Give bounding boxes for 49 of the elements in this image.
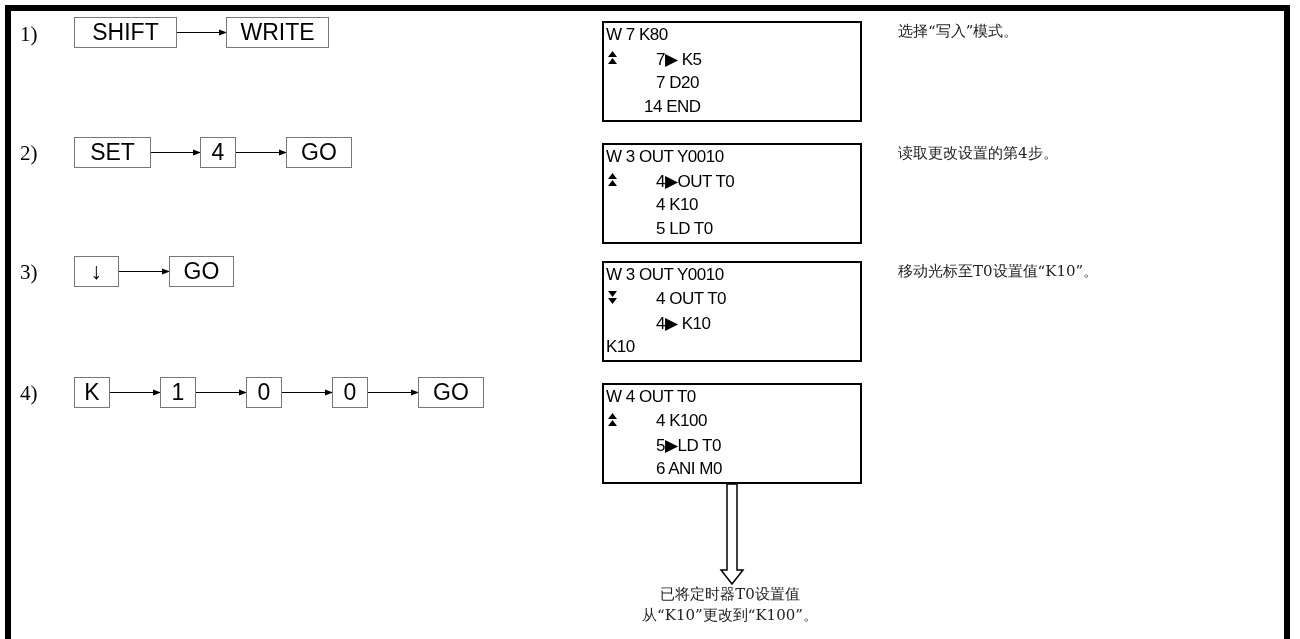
step-description: 移动光标至T0设置值“K10”。 <box>898 262 1099 281</box>
lcd-screen <box>602 21 862 122</box>
result-note: 已将定时器T0设置值从“K10”更改到“K100”。 <box>630 584 830 630</box>
screen-line: 4 K10 <box>656 195 698 215</box>
arrow <box>109 389 161 396</box>
step-number: 4) <box>20 381 38 406</box>
key-button: K <box>74 377 110 408</box>
arrow <box>176 29 227 36</box>
arrow <box>118 268 170 275</box>
screen-line: W 4 OUT T0 <box>606 387 696 407</box>
arrow <box>195 389 247 396</box>
screen-line: W 3 OUT Y0010 <box>606 147 724 167</box>
arrow <box>150 149 201 156</box>
screen-line: 4 OUT T0 <box>656 289 726 309</box>
key-button: WRITE <box>226 17 329 48</box>
down-arrow <box>719 483 745 586</box>
lcd-screen <box>602 143 862 244</box>
screen-line: 7▶ K5 <box>656 49 702 70</box>
lcd-screen <box>602 261 862 362</box>
key-button: 0 <box>332 377 368 408</box>
screen-line: 7 D20 <box>656 73 699 93</box>
key-button: 0 <box>246 377 282 408</box>
screen-line: W 7 K80 <box>606 25 668 45</box>
screen-line: K10 <box>606 337 635 357</box>
arrow <box>281 389 333 396</box>
screen-line: W 3 OUT Y0010 <box>606 265 724 285</box>
key-button: SHIFT <box>74 17 177 48</box>
arrow <box>367 389 419 396</box>
screen-line: 4 K100 <box>656 411 707 431</box>
screen-line: 5▶LD T0 <box>656 435 721 456</box>
step-number: 2) <box>20 141 38 166</box>
step-number: 1) <box>20 22 38 47</box>
key-button: ↓ <box>74 256 119 287</box>
key-button: GO <box>286 137 352 168</box>
key-button: 1 <box>160 377 196 408</box>
key-button: GO <box>169 256 234 287</box>
key-button: GO <box>418 377 484 408</box>
arrow <box>235 149 287 156</box>
key-button: SET <box>74 137 151 168</box>
step-description: 选择“写入”模式。 <box>898 22 1019 41</box>
lcd-screen <box>602 383 862 484</box>
screen-line: 14 END <box>644 97 701 117</box>
screen-line: 6 ANI M0 <box>656 459 722 479</box>
screen-line: 4▶ K10 <box>656 313 711 334</box>
screen-line: 5 LD T0 <box>656 219 713 239</box>
step-number: 3) <box>20 260 38 285</box>
step-description: 读取更改设置的第4步。 <box>898 144 1058 163</box>
key-button: 4 <box>200 137 236 168</box>
screen-line: 4▶OUT T0 <box>656 171 735 192</box>
